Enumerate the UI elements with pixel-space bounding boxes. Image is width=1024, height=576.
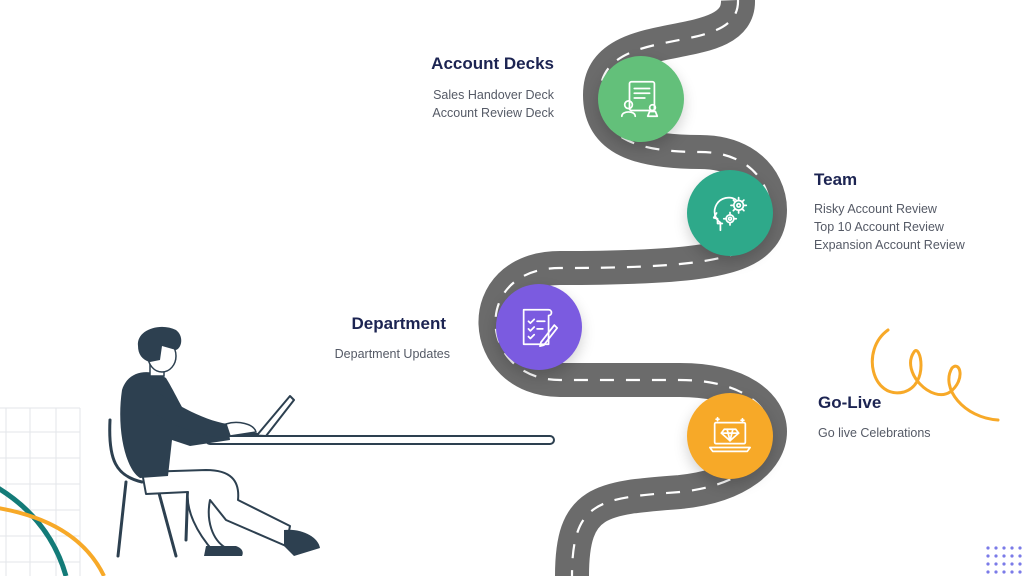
- stage-title: Account Decks: [431, 54, 554, 73]
- stage-item: Top 10 Account Review: [814, 220, 944, 234]
- laptop: [229, 395, 295, 437]
- presentation-document-icon: [620, 80, 659, 118]
- left-shoe: [284, 529, 320, 556]
- stage-label-department: Department: [352, 314, 446, 334]
- stage-label-account-decks: Account Decks: [431, 54, 554, 74]
- stage-node-account-decks: [598, 56, 684, 142]
- dot-grid-decoration: [986, 546, 1022, 574]
- stage-item: Risky Account Review: [814, 202, 937, 216]
- stage-items-go-live: Go live Celebrations: [818, 424, 931, 442]
- stage-item: Account Review Deck: [432, 106, 554, 120]
- stage-node-department: [496, 284, 582, 370]
- stage-items-account-decks: Sales Handover Deck Account Review Deck: [432, 86, 554, 122]
- stage-node-go-live: [687, 393, 773, 479]
- stage-label-team: Team: [814, 170, 857, 190]
- head-gears-icon: [712, 196, 748, 232]
- orange-squiggle-decoration: [870, 328, 1000, 422]
- stage-items-team: Risky Account Review Top 10 Account Revi…: [814, 200, 965, 254]
- checklist-pencil-icon: [522, 308, 559, 348]
- orange-arc-decoration: [0, 506, 106, 576]
- stage-title: Go-Live: [818, 393, 882, 412]
- hand: [225, 421, 257, 437]
- laptop-diamond-icon: [709, 416, 751, 453]
- right-shoe: [204, 546, 243, 556]
- stage-items-department: Department Updates: [335, 345, 450, 363]
- stage-item: Go live Celebrations: [818, 426, 931, 440]
- teal-arc-decoration: [0, 486, 69, 576]
- torso: [120, 372, 230, 478]
- hair: [137, 326, 182, 362]
- stage-item: Expansion Account Review: [814, 238, 965, 252]
- stage-node-team: [687, 170, 773, 256]
- stage-item: Sales Handover Deck: [433, 88, 554, 102]
- legs: [141, 469, 291, 553]
- stage-label-go-live: Go-Live: [818, 393, 881, 413]
- stage-item: Department Updates: [334, 347, 450, 361]
- stage-title: Team: [814, 170, 858, 189]
- stage-title: Department: [351, 314, 446, 333]
- desk: [205, 435, 555, 445]
- arm: [150, 388, 236, 438]
